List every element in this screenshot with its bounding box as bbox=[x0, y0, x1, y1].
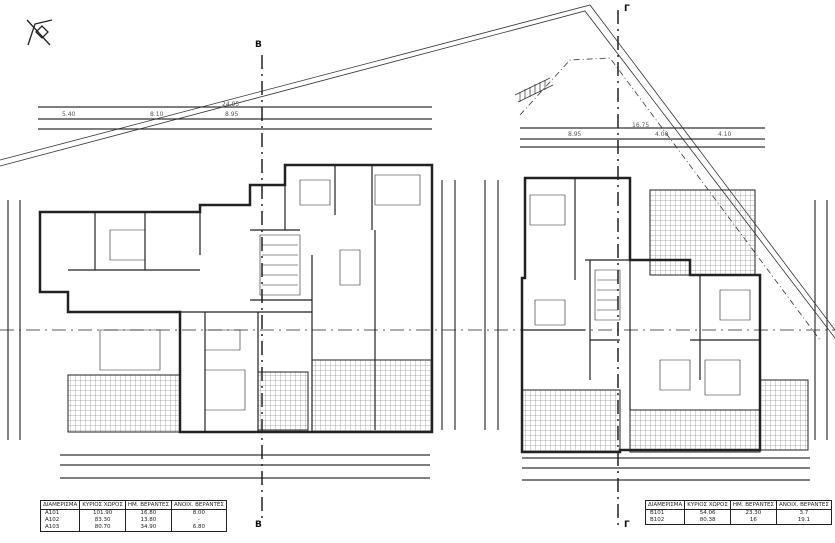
table-cell: 16 bbox=[729, 517, 777, 525]
table-cell: 80.70 bbox=[79, 524, 126, 532]
dim-label: 16.75 bbox=[632, 122, 649, 129]
column-header: ΑΝΟΙΧ. ΒΕΡΑΝΤΕΣ bbox=[776, 500, 832, 510]
dimension-labels: 5.40 8.10 24.95 8.95 8.95 4.00 4.10 16.7… bbox=[62, 101, 732, 138]
section-marker-gamma-bottom: Γ bbox=[624, 520, 630, 530]
dimension-lines bbox=[7, 106, 828, 481]
table-cell: A101 bbox=[39, 509, 80, 517]
table-cell: 19.1 bbox=[776, 517, 832, 525]
dim-label: 8.95 bbox=[568, 131, 582, 138]
property-boundary bbox=[0, 4, 835, 341]
north-arrow-icon bbox=[26, 19, 53, 46]
table-cell: 3.7 bbox=[776, 509, 832, 517]
table-cell: 16.80 bbox=[124, 509, 172, 517]
table-cell: B102 bbox=[644, 517, 685, 525]
table-cell: 34.90 bbox=[124, 524, 172, 532]
column-header: ΔΙΑΜΕΡΙΣΜΑ bbox=[644, 500, 686, 510]
dim-label: 4.10 bbox=[718, 131, 732, 138]
table-cell: - bbox=[171, 517, 227, 524]
table-cell: 54.06 bbox=[684, 509, 731, 517]
dim-label: 8.10 bbox=[150, 111, 164, 118]
column-header: ΗΜ. ΒΕΡΑΝΤΕΣ bbox=[124, 500, 173, 510]
entry-stairs bbox=[514, 77, 554, 103]
table-cell: 6.80 bbox=[171, 524, 227, 532]
table-cell: 13.80 bbox=[124, 517, 172, 524]
building-b bbox=[520, 176, 809, 454]
table-cell: 8.00 bbox=[171, 509, 227, 517]
dim-label: 8.95 bbox=[225, 111, 239, 118]
column-header: ΚΥΡΙΟΣ ΧΩΡΟΣ bbox=[79, 500, 126, 510]
table-cell: 83.30 bbox=[79, 517, 126, 524]
dim-label: 4.00 bbox=[655, 131, 669, 138]
column-header: ΔΙΑΜΕΡΙΣΜΑ bbox=[39, 500, 81, 510]
table-cell: A102 bbox=[39, 517, 80, 524]
column-header: ΑΝΟΙΧ. ΒΕΡΑΝΤΕΣ bbox=[171, 500, 227, 510]
section-marker-gamma-top: Γ bbox=[624, 4, 630, 14]
table-cell: 101.90 bbox=[79, 509, 126, 517]
table-cell: 80.38 bbox=[684, 517, 731, 525]
table-cell: B101 bbox=[644, 509, 685, 517]
column-header: ΚΥΡΙΟΣ ΧΩΡΟΣ bbox=[684, 500, 731, 510]
section-marker-b-bottom: B bbox=[255, 520, 262, 530]
section-marker-b-top: B bbox=[255, 40, 262, 50]
dim-label: 5.40 bbox=[62, 111, 76, 118]
table-cell: A103 bbox=[39, 524, 80, 532]
building-a bbox=[38, 163, 434, 434]
table-cell: 23.30 bbox=[729, 509, 777, 517]
dim-label: 24.95 bbox=[222, 101, 239, 108]
column-header: ΗΜ. ΒΕΡΑΝΤΕΣ bbox=[729, 500, 778, 510]
